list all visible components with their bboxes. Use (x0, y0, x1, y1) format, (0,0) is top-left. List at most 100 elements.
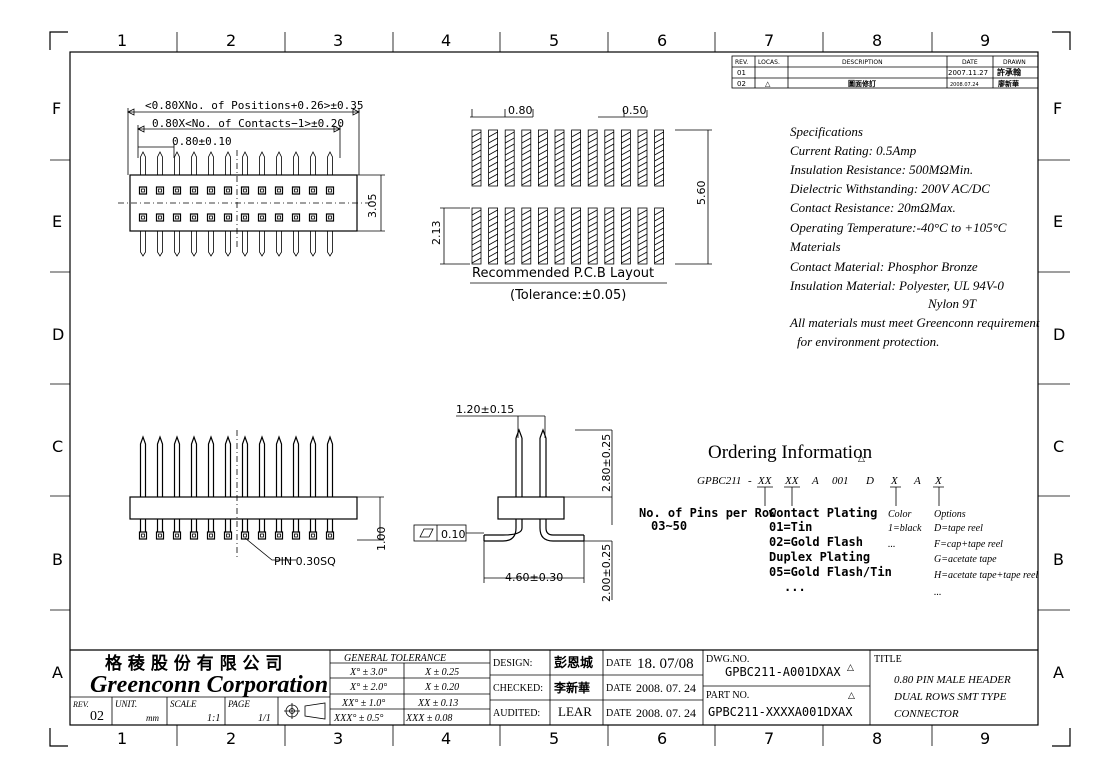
pcb-pad-hatch (471, 245, 482, 252)
top-pin (293, 151, 299, 175)
top-pin-square (291, 186, 301, 195)
pcb-pad-hatch (538, 143, 548, 150)
pcb-pad-hatch (637, 227, 648, 234)
column-label-6: 6 (657, 729, 667, 748)
dwg-value: GPBC211-A001DXAX (725, 665, 841, 679)
pcb-pad-hatch (571, 131, 581, 138)
top-pin-lower (242, 231, 248, 257)
pcb-pad-hatch (621, 161, 631, 168)
pcb-pad-hatch (554, 149, 565, 156)
pcb-pad-hatch (588, 209, 598, 216)
pcb-pad-hatch (637, 221, 648, 228)
title-line-1: 0.80 PIN MALE HEADER (894, 674, 1011, 686)
top-pin-square-inner (243, 188, 247, 193)
revision-marker: △ (858, 454, 865, 464)
pcb-pad-hatch (621, 179, 631, 186)
row-label-B: B (52, 550, 63, 569)
pcb-pad-hatch (571, 245, 581, 252)
pcb-pad-hatch (471, 215, 482, 222)
rev-row2-drawn: 廖新華 (998, 79, 1019, 88)
front-pin-square-inner (209, 533, 213, 538)
tolerance-title: GENERAL TOLERANCE (344, 653, 446, 664)
pcb-pad-hatch (554, 233, 565, 240)
pcb-pad-hatch (554, 155, 565, 162)
rev-row2: 02 (737, 80, 746, 88)
front-pin-square (138, 531, 148, 540)
audited-label: AUDITED: (493, 708, 540, 719)
column-label-5: 5 (549, 31, 559, 50)
pcb-pad-hatch (554, 245, 565, 252)
top-pin-square (223, 213, 233, 222)
pcb-pad-hatch (571, 251, 581, 258)
code-a: A (811, 475, 819, 487)
pcb-pad-hatch (621, 173, 631, 180)
pcb-pad (654, 207, 664, 265)
pcb-pad-hatch (554, 209, 565, 216)
scale-value: 1:1 (207, 713, 220, 724)
pcb-pad-hatch (637, 245, 648, 252)
pcb-pad-hatch (604, 233, 614, 240)
pcb-pad-hatch (637, 215, 648, 222)
top-pin-lower (276, 231, 282, 257)
pcb-pad-hatch (654, 227, 664, 234)
page-value: 1/1 (258, 713, 271, 724)
pcb-pad-hatch (637, 137, 648, 144)
pcb-pad-hatch (637, 233, 648, 240)
pcb-pad-hatch (505, 161, 515, 168)
pcb-pad (637, 207, 648, 265)
pcb-pad-hatch (505, 155, 515, 162)
front-pin-tail (292, 519, 300, 532)
top-pin-square (325, 213, 335, 222)
top-pin (191, 151, 197, 175)
date-label-1: DATE (606, 658, 632, 669)
top-pin-square (155, 186, 165, 195)
pcb-pad-hatch (521, 233, 531, 240)
top-pin-square-inner (192, 215, 196, 220)
pcb-pad-hatch (538, 167, 548, 174)
pcb-pad-hatch (554, 173, 565, 180)
pcb-pad-hatch (637, 209, 648, 216)
dim-positions: <0.80XNo. of Positions+0.26>±0.35 (145, 99, 364, 112)
pcb-pad-hatch (521, 221, 531, 228)
pcb-pad-hatch (471, 251, 482, 258)
pcb-pad-hatch (621, 149, 631, 156)
date-label-2: DATE (606, 683, 632, 694)
plating-gold-tin: 05=Gold Flash/Tin (769, 565, 892, 579)
plating-more: ... (784, 580, 806, 594)
front-pin (173, 435, 181, 497)
pcb-pad-hatch (621, 251, 631, 258)
column-label-6: 6 (657, 31, 667, 50)
pcb-pad-hatch (471, 239, 482, 246)
top-pin (276, 151, 282, 175)
top-pin-lower (327, 231, 333, 257)
top-pin-square (325, 186, 335, 195)
pcb-pad-hatch (538, 245, 548, 252)
pcb-pad-hatch (538, 221, 548, 228)
top-pin-square (274, 186, 284, 195)
rev-row1-date: 2007.11.27 (948, 69, 988, 77)
top-pin (259, 151, 265, 175)
pcb-pad-hatch (471, 143, 482, 150)
pcb-pad-hatch (571, 173, 581, 180)
front-pin-tail (241, 519, 249, 532)
tol-linear-1: X ± 0.25 (424, 667, 459, 678)
top-pin-square (172, 213, 182, 222)
front-pin-square (274, 531, 284, 540)
front-pin-tail (224, 519, 232, 532)
pcb-pad-hatch (521, 209, 531, 216)
top-pin-lower (157, 231, 163, 257)
pcb-pad-hatch (488, 161, 498, 168)
pcb-pad-hatch (488, 239, 498, 246)
dim-width: 1.20±0.15 (456, 403, 514, 416)
pcb-pad-hatch (554, 251, 565, 258)
pcb-pad-hatch (554, 131, 565, 138)
front-pin (241, 435, 249, 497)
pcb-pad-hatch (505, 149, 515, 156)
top-pin-square (189, 213, 199, 222)
pcb-pad (504, 207, 515, 265)
front-pin-tail (309, 519, 317, 532)
pcb-pad-hatch (654, 257, 664, 264)
side-view: 1.20±0.15 2.80±0.25 2.00±0.25 4.60±0.30 … (413, 403, 613, 602)
column-label-1: 1 (117, 729, 127, 748)
